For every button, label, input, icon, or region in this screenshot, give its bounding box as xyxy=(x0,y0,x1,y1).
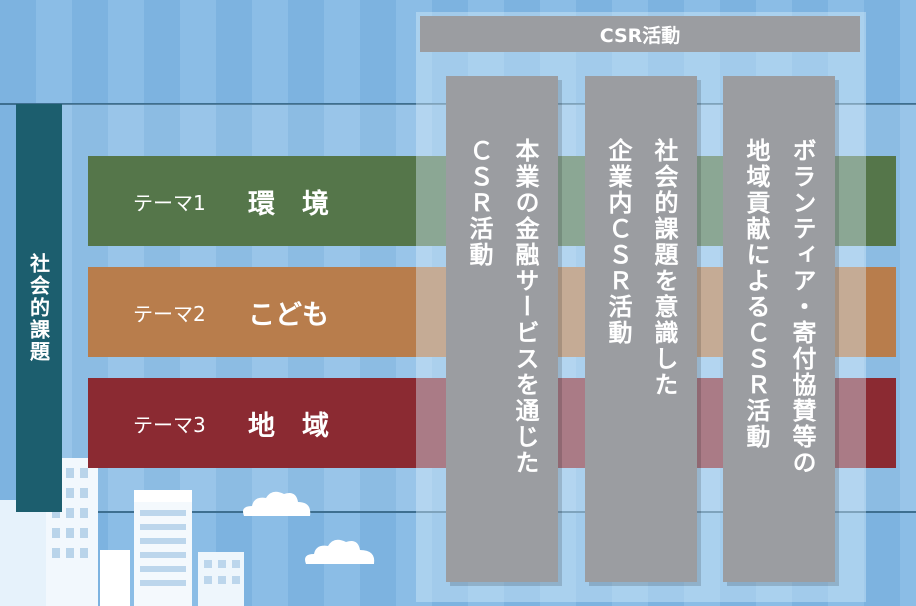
side-label-text: 社会的課題 xyxy=(26,253,51,363)
city-skyline-illustration xyxy=(0,458,244,606)
csr-column-text: 本業の金融サービスを通じた ＣＳＲ活動 xyxy=(465,138,539,476)
theme-name: こども xyxy=(248,299,329,331)
csr-header-text: CSR活動 xyxy=(599,24,681,47)
theme-name: 地 域 xyxy=(248,410,329,442)
theme-number-label: テーマ2 xyxy=(133,301,206,326)
csr-column-community-contribution: ボランティア・寄付協賛等の 地域貢献によるＣＳＲ活動 xyxy=(723,76,835,582)
csr-column-text: 社会的課題を意識した 企業内ＣＳＲ活動 xyxy=(604,138,678,398)
csr-header: CSR活動 xyxy=(420,16,860,52)
csr-column-text: ボランティア・寄付協賛等の 地域貢献によるＣＳＲ活動 xyxy=(742,138,816,476)
csr-column-core-business: 本業の金融サービスを通じた ＣＳＲ活動 xyxy=(446,76,558,582)
cloud-illustration xyxy=(243,491,311,516)
social-issues-side-label: 社会的課題 xyxy=(16,104,62,512)
theme-name: 環 境 xyxy=(248,188,329,220)
csr-column-internal: 社会的課題を意識した 企業内ＣＳＲ活動 xyxy=(585,76,697,582)
theme-number-label: テーマ1 xyxy=(133,190,206,215)
theme-number-label: テーマ3 xyxy=(133,412,206,437)
cloud-illustration xyxy=(305,539,375,564)
